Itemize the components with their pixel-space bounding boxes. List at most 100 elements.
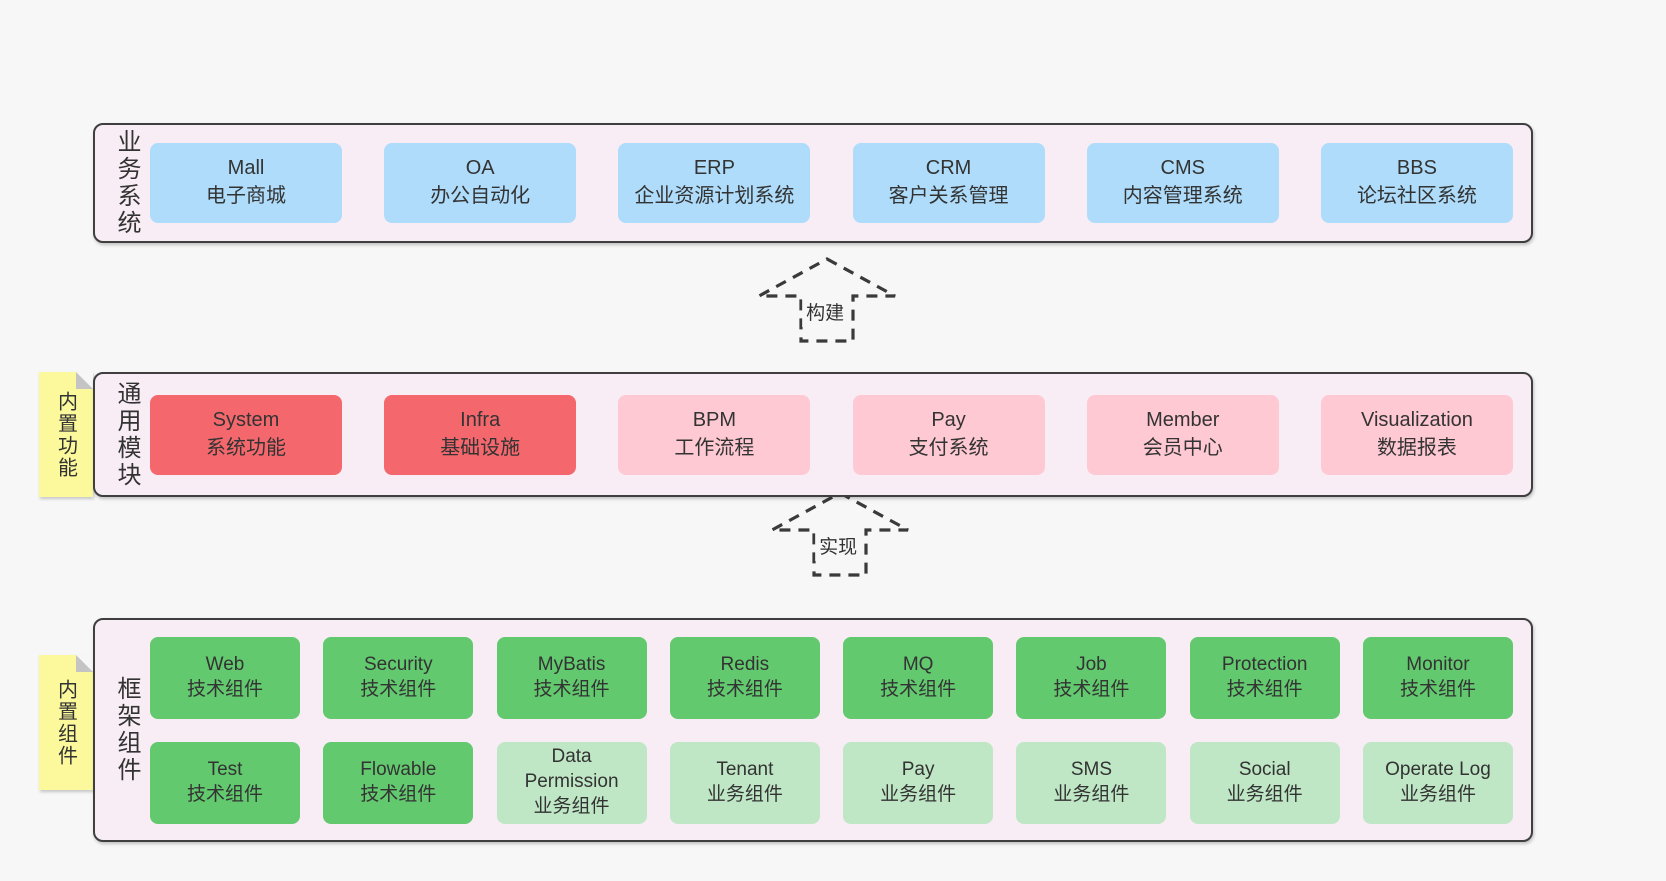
box-visualization: Visualization 数据报表	[1320, 394, 1513, 475]
box-system: System 系统功能	[150, 394, 342, 475]
sticky-note-built-in-components: 内置组件	[39, 655, 93, 790]
box-web: Web 技术组件	[150, 636, 300, 719]
box-subtitle: 技术组件	[360, 783, 437, 805]
box-social: Social 业务组件	[1189, 741, 1340, 824]
box-subtitle: 业务组件	[533, 795, 610, 817]
box-title: System	[212, 408, 280, 431]
box-title: ERP	[693, 157, 735, 180]
box-member: Member 会员中心	[1086, 394, 1279, 475]
box-subtitle: 电子商城	[206, 185, 286, 207]
box-bbs: BBS 论坛社区系统	[1320, 143, 1513, 223]
layer-business-systems: 业务系统 Mall 电子商城 OA 办公自动化 ERP 企业资源计划系统 CRM 客户关系管理…	[93, 123, 1533, 243]
box-title: MQ	[902, 653, 934, 675]
box-erp: ERP 企业资源计划系统	[618, 143, 811, 223]
box-subtitle: 业务组件	[880, 783, 957, 805]
box-title: OA	[465, 157, 495, 180]
box-subtitle: 业务组件	[706, 783, 783, 805]
box-title: Social	[1238, 758, 1291, 780]
box-subtitle: 工作流程	[674, 436, 755, 459]
box-subtitle: 办公自动化	[430, 185, 531, 207]
implement-arrow-label: 实现	[815, 530, 862, 561]
box-protection: Protection 技术组件	[1189, 636, 1340, 719]
box-subtitle: 业务组件	[1399, 783, 1476, 805]
box-subtitle: 内容管理系统	[1122, 185, 1243, 207]
box-title: Mall	[227, 157, 265, 180]
box-title: Visualization	[1360, 408, 1473, 431]
sticky-note-label: 内置功能	[54, 390, 77, 479]
box-title: Security	[363, 653, 433, 675]
sticky-note-label: 内置组件	[54, 678, 77, 767]
implement-arrow: 实现	[765, 490, 915, 578]
box-title: SMS	[1070, 758, 1112, 780]
box-security: Security 技术组件	[323, 636, 474, 719]
box-title: Data Permission	[524, 746, 619, 793]
box-subtitle: 技术组件	[186, 678, 263, 700]
box-subtitle: 会员中心	[1142, 436, 1223, 459]
box-redis: Redis 技术组件	[669, 636, 820, 719]
box-title: Job	[1076, 653, 1107, 675]
box-subtitle: 技术组件	[1399, 678, 1476, 700]
box-monitor: Monitor 技术组件	[1362, 636, 1513, 719]
box-subtitle: 业务组件	[1226, 783, 1303, 805]
box-title: Pay	[901, 758, 935, 780]
box-title: Web	[205, 653, 245, 675]
box-subtitle: 技术组件	[706, 678, 783, 700]
box-operate-log: Operate Log 业务组件	[1362, 741, 1513, 824]
box-title: Pay	[931, 408, 966, 431]
common-modules-boxes: System 系统功能 Infra 基础设施 BPM 工作流程 Pay 支付系统 Member 会…	[150, 394, 1513, 475]
box-title: MyBatis	[537, 653, 606, 675]
sticky-note-built-in-features: 内置功能	[39, 372, 93, 497]
box-subtitle: 技术组件	[1053, 678, 1130, 700]
box-title: Member	[1146, 408, 1220, 431]
box-subtitle: 论坛社区系统	[1356, 185, 1477, 207]
box-subtitle: 技术组件	[186, 783, 263, 805]
box-subtitle: 数据报表	[1376, 436, 1457, 459]
layer-label-business-systems: 业务系统	[113, 129, 140, 237]
box-mq: MQ 技术组件	[843, 636, 994, 719]
box-pay: Pay 业务组件	[843, 741, 994, 824]
box-subtitle: 企业资源计划系统	[634, 185, 795, 207]
box-subtitle: 基础设施	[440, 436, 521, 459]
box-title: CRM	[925, 157, 972, 180]
box-title: BBS	[1396, 157, 1437, 180]
box-subtitle: 技术组件	[1226, 678, 1303, 700]
box-title: Protection	[1221, 653, 1308, 675]
box-subtitle: 支付系统	[908, 436, 989, 459]
box-job: Job 技术组件	[1016, 636, 1167, 719]
layer-common-modules: 通用模块 System 系统功能 Infra 基础设施 BPM 工作流程 Pay 支付系统 Me…	[93, 372, 1533, 497]
box-title: BPM	[692, 408, 737, 431]
box-title: Test	[207, 758, 243, 780]
build-arrow-label: 构建	[802, 296, 849, 327]
box-pay: Pay 支付系统	[852, 394, 1045, 475]
box-test: Test 技术组件	[150, 741, 300, 824]
box-tenant: Tenant 业务组件	[669, 741, 820, 824]
box-title: Infra	[460, 408, 501, 431]
box-subtitle: 技术组件	[880, 678, 957, 700]
box-crm: CRM 客户关系管理	[852, 143, 1045, 223]
box-subtitle: 客户关系管理	[888, 185, 1009, 207]
box-title: Operate Log	[1385, 758, 1491, 780]
box-flowable: Flowable 技术组件	[323, 741, 474, 824]
box-subtitle: 技术组件	[533, 678, 610, 700]
up-arrow-icon	[758, 257, 896, 343]
box-title: Monitor	[1406, 653, 1470, 675]
box-infra: Infra 基础设施	[384, 394, 577, 475]
box-title: Tenant	[716, 758, 774, 780]
up-arrow-icon	[771, 491, 909, 577]
box-subtitle: 系统功能	[206, 436, 286, 459]
layer-label-framework-components: 框架组件	[113, 676, 140, 784]
box-title: Flowable	[360, 758, 437, 780]
box-subtitle: 技术组件	[360, 678, 437, 700]
build-arrow: 构建	[752, 256, 902, 344]
box-bpm: BPM 工作流程	[618, 394, 811, 475]
box-title: Redis	[720, 653, 770, 675]
box-mybatis: MyBatis 技术组件	[496, 636, 647, 719]
layer-label-common-modules: 通用模块	[113, 380, 140, 489]
